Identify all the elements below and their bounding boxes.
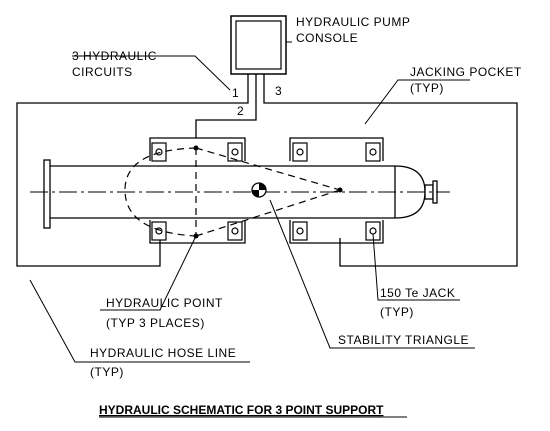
circuit-number-3: 3 — [275, 84, 282, 98]
jack-left-bot-b — [227, 221, 243, 241]
jack-right-top-b — [365, 142, 381, 162]
jack-right-bot-b — [365, 221, 381, 241]
hydraulic-point-1 — [193, 145, 199, 151]
hose-circuit-2 — [195, 74, 257, 138]
jacking-pocket-label-line1: JACKING POCKET — [410, 65, 522, 79]
jack-left-bot-a — [151, 221, 167, 241]
hydraulic-point-label-line2: (TYP 3 PLACES) — [106, 316, 205, 330]
hose-line-label-line2: (TYP) — [90, 365, 124, 379]
stability-triangle — [124, 147, 341, 237]
diagram-caption: HYDRAULIC SCHEMATIC FOR 3 POINT SUPPORT — [99, 403, 384, 417]
circuit-number-1: 1 — [232, 86, 239, 100]
hydraulic-point-label-line1: HYDRAULIC POINT — [106, 296, 223, 310]
circuits-label-line2: CIRCUITS — [72, 65, 133, 79]
vessel — [30, 159, 450, 229]
circuit-number-2: 2 — [237, 104, 244, 118]
hydraulic-point-3 — [337, 187, 343, 193]
hose-circuit-1 — [16, 74, 249, 267]
hose-line-label-line1: HYDRAULIC HOSE LINE — [90, 346, 236, 360]
pump-console — [230, 15, 287, 75]
hose-circuit-3 — [263, 74, 518, 267]
circuits-label-line1: 3 HYDRAULIC — [72, 49, 157, 63]
hydraulic-hose-lines — [16, 74, 518, 267]
center-of-gravity-icon — [251, 182, 267, 198]
jack-label-line2: (TYP) — [380, 305, 414, 319]
jack-left-top-b — [227, 142, 243, 162]
pump-console-label-line1: HYDRAULIC PUMP — [296, 15, 410, 29]
labels: HYDRAULIC PUMP CONSOLE 3 HYDRAULIC CIRCU… — [72, 15, 522, 418]
jacking-pockets — [149, 137, 384, 244]
pump-console-label-line2: CONSOLE — [296, 31, 358, 45]
jack-left-top-a — [151, 142, 167, 162]
jack-label-line1: 150 Te JACK — [380, 286, 455, 300]
jack-right-top-a — [292, 142, 308, 162]
jack-blocks — [151, 142, 381, 241]
hydraulic-points — [193, 145, 343, 239]
stability-triangle-label: STABILITY TRIANGLE — [338, 333, 469, 347]
jacking-pocket-label-line2: (TYP) — [410, 81, 444, 95]
jack-right-bot-a — [292, 221, 308, 241]
leader-lines — [29, 41, 475, 363]
